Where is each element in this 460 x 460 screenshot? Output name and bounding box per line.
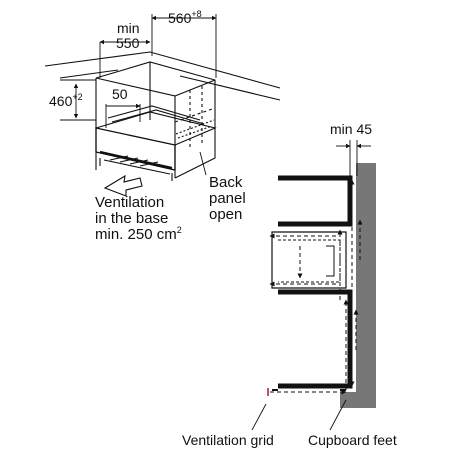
height-tolerance: +2 <box>72 92 83 102</box>
ventilation-line1: Ventilation <box>95 194 165 211</box>
back-panel-line3: open <box>209 205 243 223</box>
base-gap-label: 50 <box>112 86 128 102</box>
ventilation-line3: min. 250 cm2 <box>95 224 182 243</box>
cabinet-isometric <box>44 51 281 181</box>
cupboard-feet-label: Cupboard feet <box>308 432 397 448</box>
back-panel-line1: Back <box>209 174 243 191</box>
ventilation-arrow <box>103 174 143 197</box>
ventilation-base-label: Ventilation in the base min. 250 cm2 <box>95 195 182 242</box>
depth-tolerance: +8 <box>191 9 202 19</box>
depth-label: 560+8 <box>168 9 202 26</box>
ventilation-unit-sup: 2 <box>176 224 182 235</box>
back-panel-line2: panel <box>209 189 246 207</box>
bottom-leaders <box>251 399 347 431</box>
width-min-value: 550 <box>116 35 140 51</box>
dimension-lines <box>60 14 217 176</box>
airflow-path <box>269 178 363 395</box>
back-panel-label: Back panel open <box>209 175 246 222</box>
height-value: 460 <box>49 93 73 109</box>
side-gap-label: min 45 <box>330 121 373 137</box>
side-gap-dimension <box>336 140 371 176</box>
width-min-label: min <box>117 20 140 36</box>
ventilation-line2: in the base <box>95 209 169 227</box>
cabinet-section <box>271 163 376 408</box>
depth-value: 560 <box>168 10 192 26</box>
height-label: 460+2 <box>49 92 83 109</box>
ventilation-grid-label: Ventilation grid <box>182 432 274 448</box>
